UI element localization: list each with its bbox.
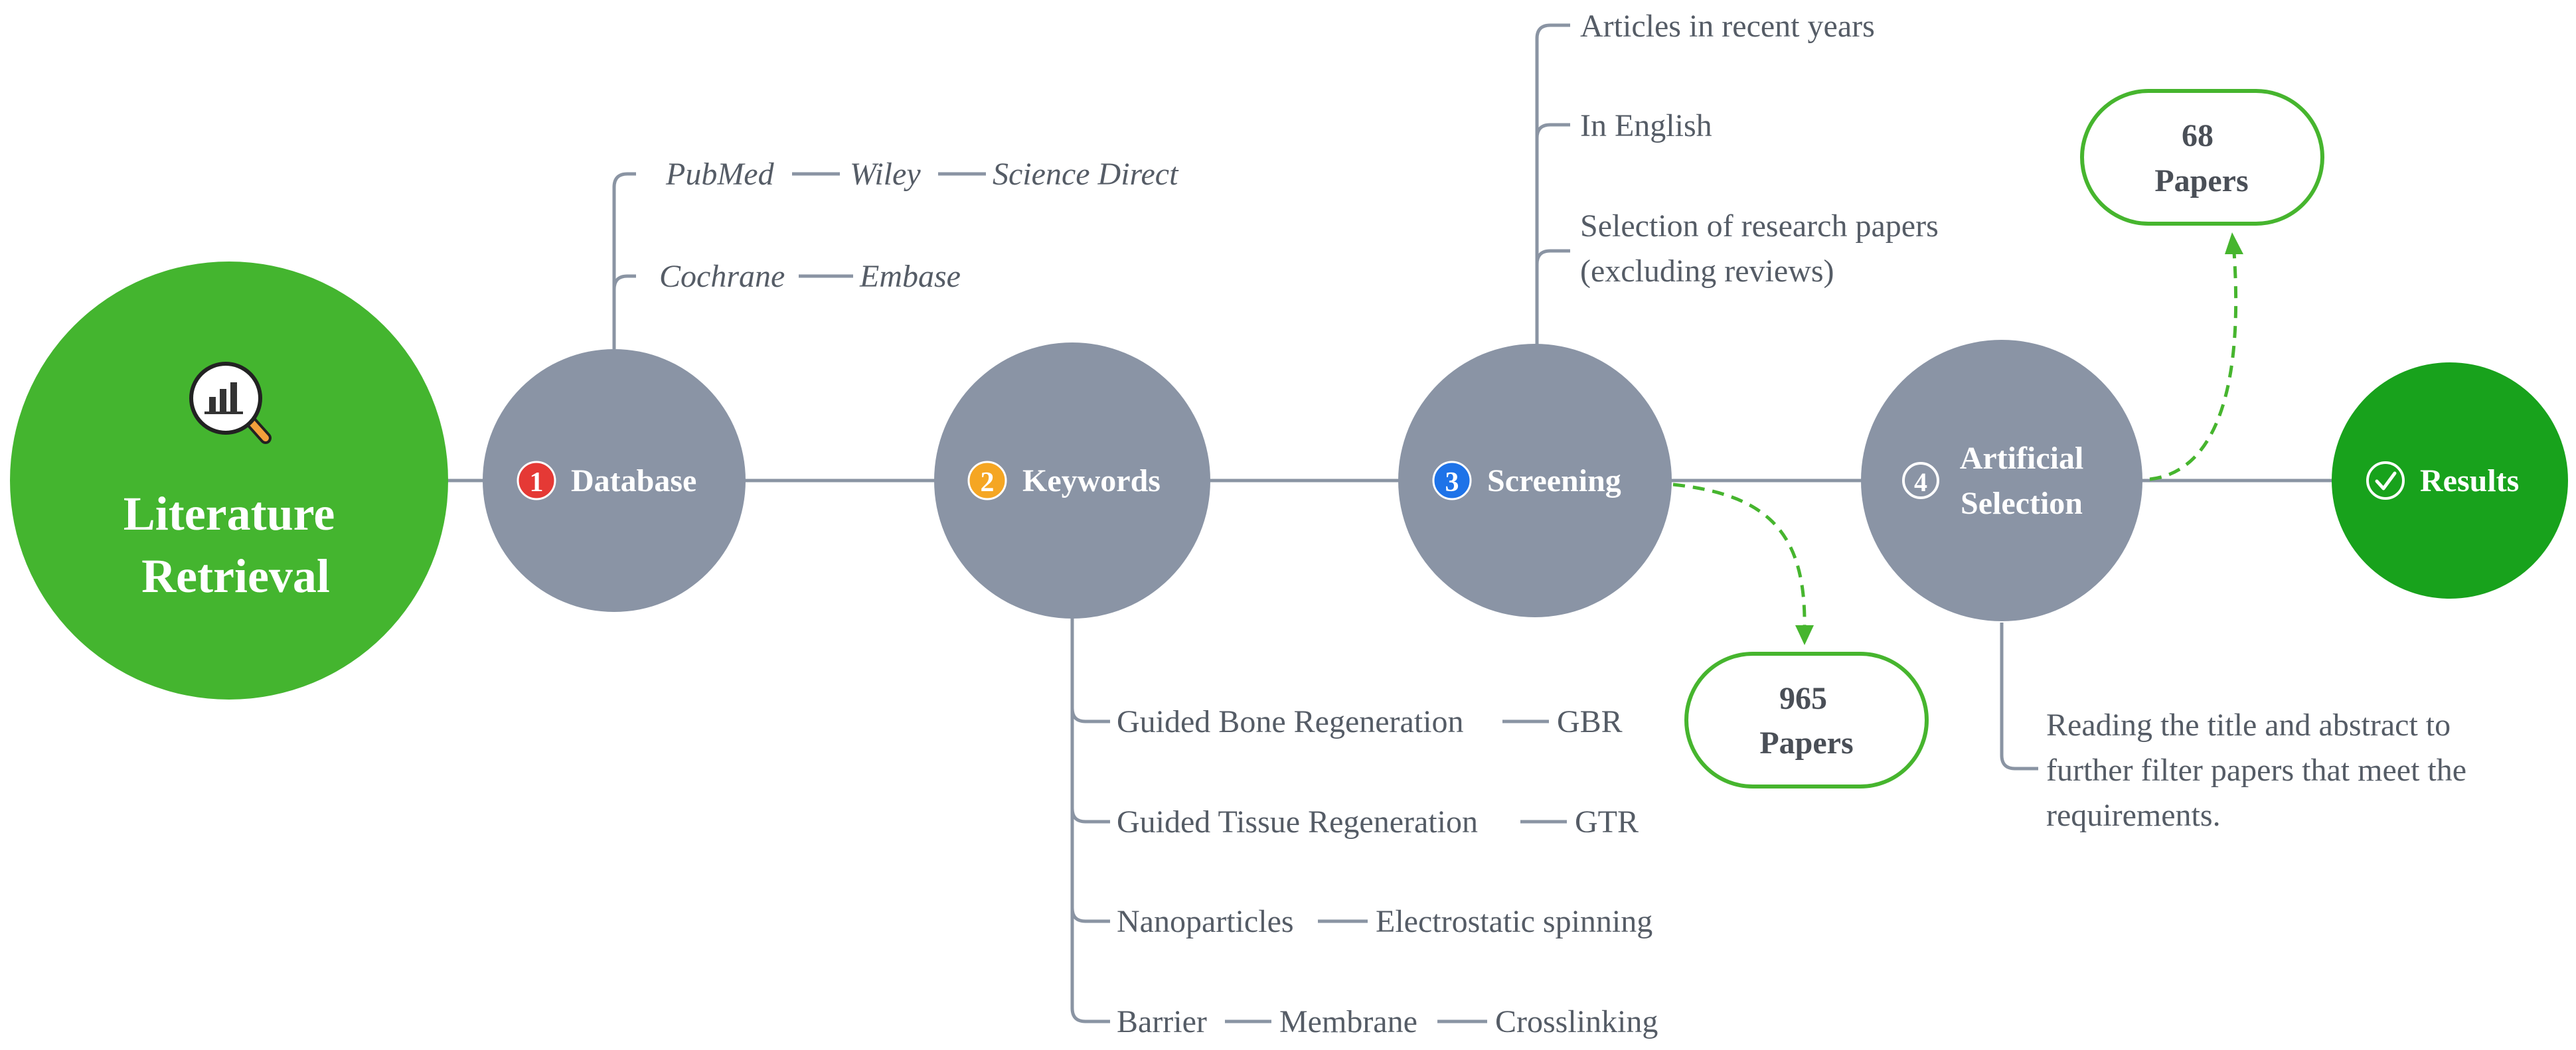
- stage-3-number: 3: [1445, 467, 1459, 498]
- selection-branch-connector: [2000, 623, 2038, 771]
- literature-retrieval-node: [10, 262, 448, 700]
- keyword-guided-bone-regeneration: Guided Bone Regeneration: [1117, 704, 1464, 739]
- keyword-barrier: Barrier: [1117, 1004, 1207, 1039]
- source-science-direct: Science Direct: [993, 157, 1179, 192]
- artificial-selection-label-line1: Artificial: [1960, 441, 2084, 476]
- stage-2-number: 2: [981, 467, 995, 498]
- source-cochrane: Cochrane: [659, 259, 785, 294]
- keywords-branch-connector: [1070, 611, 1110, 1023]
- arrowhead: [1795, 625, 1814, 645]
- database-branch-connector: [612, 172, 636, 349]
- check-circle-icon: [2366, 461, 2405, 500]
- selection-count-unit: Papers: [2154, 163, 2248, 198]
- keyword-gbr: GBR: [1557, 704, 1623, 739]
- screening-count-number: 965: [1779, 681, 1827, 716]
- stage-1-number: 1: [530, 467, 544, 498]
- database-node: [483, 349, 746, 612]
- screening-branch-connector: [1535, 23, 1570, 345]
- screening-node: [1398, 344, 1672, 617]
- screening-count-arrow: [1672, 483, 1807, 628]
- screening-count-box: [1684, 652, 1929, 788]
- keyword-crosslinking: Crosslinking: [1495, 1004, 1658, 1039]
- stage-2-badge: [967, 461, 1007, 500]
- keyword-guided-tissue-regeneration: Guided Tissue Regeneration: [1117, 804, 1478, 840]
- stage-1-badge: [517, 461, 556, 500]
- selection-count-number: 68: [2182, 118, 2214, 153]
- source-wiley: Wiley: [850, 157, 921, 192]
- keyword-nanoparticles: Nanoparticles: [1117, 904, 1294, 939]
- stage-4-badge: [1902, 462, 1939, 499]
- keyword-electrostatic-spinning: Electrostatic spinning: [1376, 904, 1652, 939]
- database-label: Database: [571, 463, 696, 498]
- keywords-node: [934, 342, 1210, 619]
- keyword-gtr: GTR: [1575, 804, 1639, 840]
- screening-label: Screening: [1487, 463, 1621, 498]
- selection-note-line1: Reading the title and abstract to: [2046, 708, 2451, 743]
- artificial-selection-label-line2: Selection: [1961, 486, 2083, 521]
- selection-note-line2: further filter papers that meet the: [2046, 753, 2466, 788]
- arrowhead: [2225, 232, 2243, 254]
- stage-4-number: 4: [1914, 467, 1927, 497]
- criterion-research-papers-line1: Selection of research papers: [1580, 208, 1939, 244]
- selection-count-box: [2080, 89, 2324, 226]
- criterion-research-papers-line2: (excluding reviews): [1580, 254, 1834, 289]
- magnifier-chart-icon: [189, 362, 272, 444]
- keyword-membrane: Membrane: [1279, 1004, 1417, 1039]
- source-pubmed: PubMed: [665, 157, 775, 192]
- stage-3-badge: [1432, 461, 1472, 500]
- start-title-line1: Literature: [123, 487, 335, 540]
- artificial-selection-node: [1861, 340, 2142, 621]
- selection-count-arrow: [2149, 252, 2238, 481]
- criterion-recent-years: Articles in recent years: [1580, 9, 1875, 44]
- start-title-line2: Retrieval: [141, 550, 330, 603]
- source-embase: Embase: [859, 259, 961, 294]
- results-label: Results: [2420, 463, 2519, 498]
- criterion-english: In English: [1580, 108, 1712, 143]
- keywords-label: Keywords: [1022, 463, 1161, 498]
- screening-count-unit: Papers: [1759, 725, 1853, 761]
- selection-note-line3: requirements.: [2046, 798, 2221, 833]
- results-node: [2332, 362, 2568, 599]
